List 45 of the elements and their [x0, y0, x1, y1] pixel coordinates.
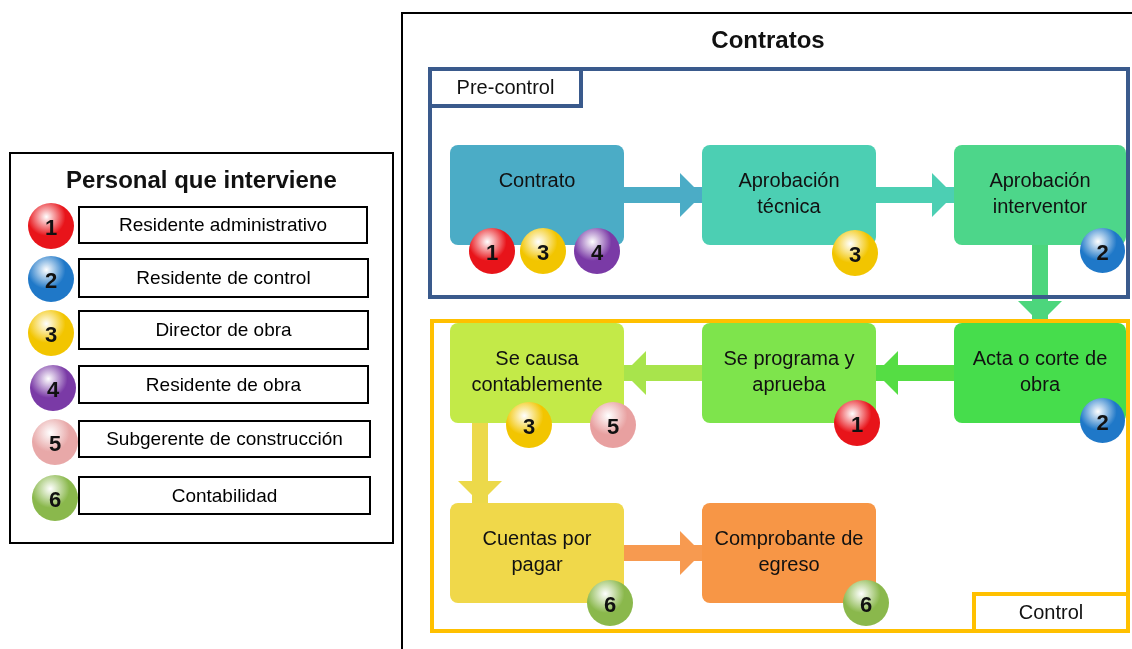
role-label-box: Residente de obra	[78, 365, 369, 404]
role-label-box: Residente de control	[78, 258, 369, 298]
group-frame	[428, 67, 1130, 299]
process-label: Acta o corte de obra	[971, 346, 1109, 397]
group-frame	[430, 319, 1130, 633]
block-arrow	[624, 351, 702, 395]
number-badge: 3	[28, 310, 74, 356]
role-label-box: Residente administrativo	[78, 206, 368, 244]
diagram-heading: Contratos	[710, 26, 826, 54]
number-badge: 1	[28, 203, 74, 249]
legend-heading: Personal que interviene	[65, 166, 338, 194]
process-label: Se programa y aprueba	[722, 346, 856, 397]
role-label-box: Director de obra	[78, 310, 369, 350]
number-badge: 5	[32, 419, 78, 465]
number-badge: 1	[834, 400, 880, 446]
number-badge: 4	[30, 365, 76, 411]
number-badge: 6	[32, 475, 78, 521]
frame-box	[401, 12, 1132, 649]
process-box	[702, 145, 876, 245]
process-box	[954, 145, 1126, 245]
process-label: Se causa contablemente	[470, 346, 604, 397]
role-label-box: Contabilidad	[78, 476, 371, 515]
block-arrow	[624, 173, 702, 217]
number-badge: 2	[1080, 228, 1125, 273]
legend-panel	[9, 152, 394, 544]
number-badge: 3	[832, 230, 878, 276]
process-label: Comprobante de egreso	[713, 526, 865, 577]
process-box	[450, 145, 624, 245]
number-badge: 5	[590, 402, 636, 448]
block-arrow	[458, 423, 502, 503]
number-badge: 4	[574, 228, 620, 274]
number-badge: 6	[843, 580, 889, 626]
number-badge: 3	[506, 402, 552, 448]
number-badge: 3	[520, 228, 566, 274]
number-badge: 1	[469, 228, 515, 274]
number-badge: 6	[587, 580, 633, 626]
role-label-box: Subgerente de construcción	[78, 420, 371, 458]
number-badge: 2	[28, 256, 74, 302]
process-label: Aprobación interventor	[988, 168, 1092, 219]
process-label: Aprobación técnica	[737, 168, 841, 219]
process-label: Cuentas por pagar	[481, 526, 593, 577]
block-arrow	[876, 173, 954, 217]
block-arrow	[876, 351, 954, 395]
block-arrow	[624, 531, 702, 575]
process-label: Contrato	[497, 168, 577, 193]
